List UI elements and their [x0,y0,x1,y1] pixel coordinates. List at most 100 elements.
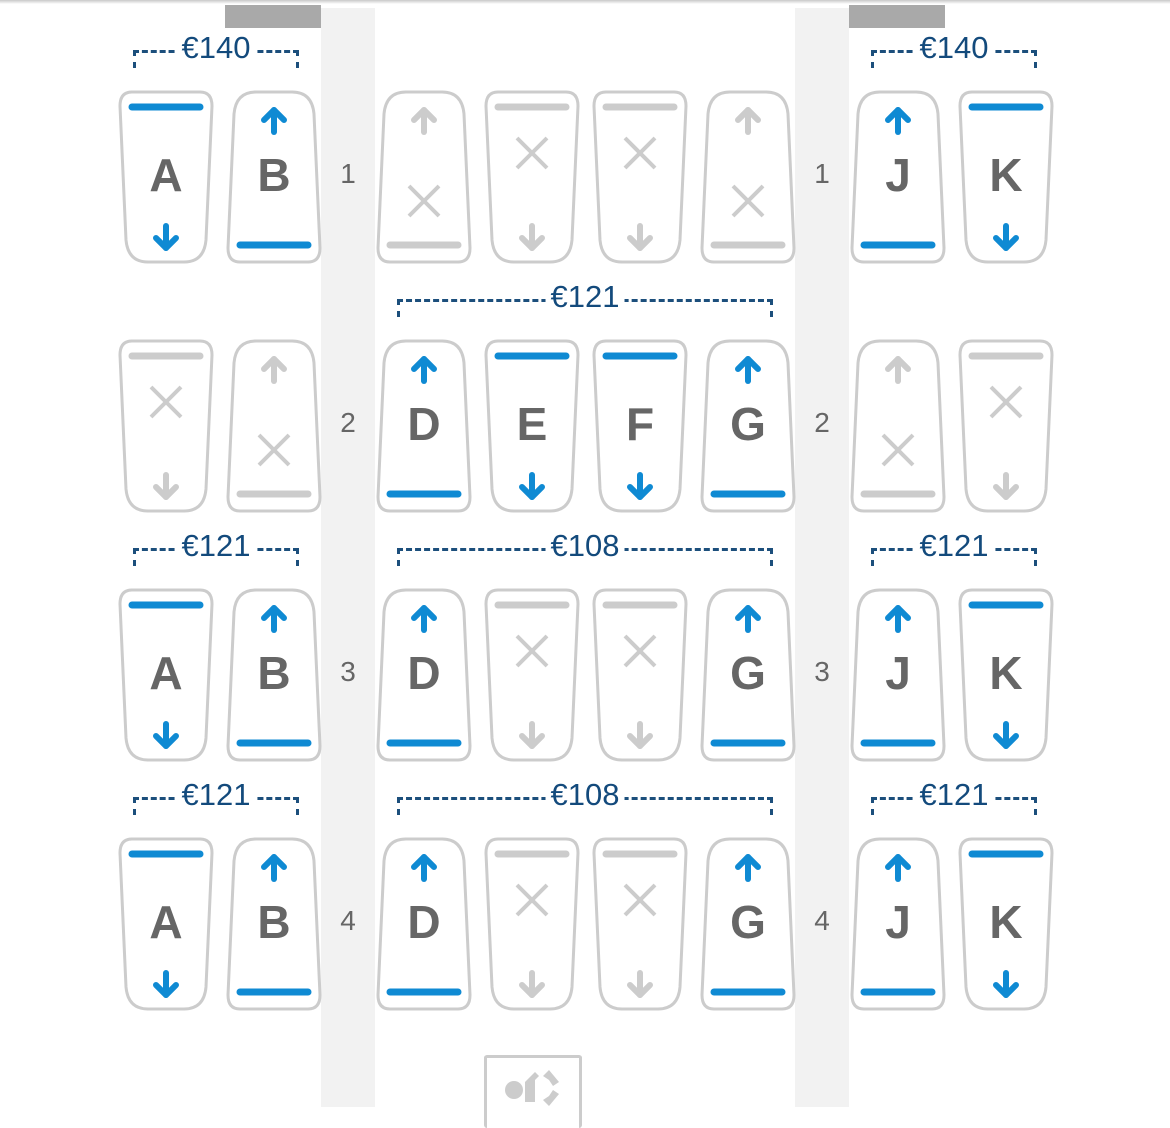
seat-letter: K [989,149,1023,201]
seat-letter: J [885,896,911,948]
arrow-down-icon [519,223,545,251]
unavailable-x-icon [731,184,765,218]
unavailable-x-icon [623,883,657,917]
arrow-up-icon [411,107,437,135]
row-number: 3 [814,656,830,687]
seat-1F [592,90,688,264]
seat-4K[interactable]: K [958,837,1054,1011]
seat-letter: B [257,647,291,699]
price-label: €140 [176,30,256,66]
arrow-up-icon [885,605,911,633]
unavailable-x-icon [515,136,549,170]
seat-3A[interactable]: A [118,588,214,762]
arrow-down-icon [519,721,545,749]
unavailable-x-icon [515,634,549,668]
arrow-up-icon [885,356,911,384]
arrow-up-icon [261,605,287,633]
price-label: €108 [545,528,625,564]
arrow-down-icon [519,472,545,500]
arrow-up-icon [735,356,761,384]
seat-4G[interactable]: G [700,837,796,1011]
unavailable-x-icon [407,184,441,218]
arrow-up-icon [735,107,761,135]
seat-4B[interactable]: B [226,837,322,1011]
unavailable-x-icon [623,136,657,170]
arrow-down-icon [153,472,179,500]
header-shadow [0,0,1170,4]
exit-marker-left [225,5,321,28]
arrow-up-icon [261,107,287,135]
seat-1G [700,90,796,264]
seat-2D[interactable]: D [376,339,472,513]
seat-letter: B [257,896,291,948]
row-number: 2 [340,407,356,438]
price-label: €121 [914,777,994,813]
seat-1B[interactable]: B [226,90,322,264]
unavailable-x-icon [989,385,1023,419]
price-group-middle: €108 [397,528,773,566]
arrow-up-icon [885,854,911,882]
seat-letter: D [407,647,441,699]
seat-4D[interactable]: D [376,837,472,1011]
arrow-down-icon [153,223,179,251]
seat-letter: K [989,896,1023,948]
arrow-up-icon [411,854,437,882]
baby-changing-icon [505,1070,559,1106]
seat-4A[interactable]: A [118,837,214,1011]
arrow-down-icon [627,721,653,749]
unavailable-x-icon [515,883,549,917]
seat-letter: A [149,647,183,699]
seat-3B[interactable]: B [226,588,322,762]
arrow-up-icon [735,854,761,882]
price-group-left: €140 [133,30,299,68]
seat-letter: J [885,149,911,201]
row-number: 1 [814,158,830,189]
seat-3G[interactable]: G [700,588,796,762]
arrow-up-icon [411,605,437,633]
row-number: 4 [340,905,356,936]
seat-1K[interactable]: K [958,90,1054,264]
seat-3D[interactable]: D [376,588,472,762]
arrow-up-icon [885,107,911,135]
seat-3F [592,588,688,762]
seat-letter: G [730,896,766,948]
seat-3E [484,588,580,762]
seat-letter: G [730,398,766,450]
row-number: 3 [340,656,356,687]
seat-letter: E [516,398,548,450]
seat-letter: B [257,149,291,201]
seat-letter: K [989,647,1023,699]
seat-letter: D [407,398,441,450]
arrow-down-icon [627,472,653,500]
row-number: 2 [814,407,830,438]
row-number: 1 [340,158,356,189]
price-label: €121 [176,777,256,813]
seat-2E[interactable]: E [484,339,580,513]
seat-3J[interactable]: J [850,588,946,762]
seat-1J[interactable]: J [850,90,946,264]
price-group-middle: €121 [397,279,773,317]
arrow-down-icon [627,970,653,998]
exit-marker-right [849,5,945,28]
seat-4J[interactable]: J [850,837,946,1011]
seat-2B [226,339,322,513]
unavailable-x-icon [149,385,183,419]
seat-2J [850,339,946,513]
arrow-up-icon [735,605,761,633]
seat-1E [484,90,580,264]
unavailable-x-icon [881,433,915,467]
seat-3K[interactable]: K [958,588,1054,762]
arrow-down-icon [993,970,1019,998]
seat-2G[interactable]: G [700,339,796,513]
seat-2A [118,339,214,513]
price-label: €140 [914,30,994,66]
arrow-down-icon [993,223,1019,251]
price-label: €121 [545,279,625,315]
price-group-left: €121 [133,777,299,815]
seat-letter: F [625,398,655,450]
left-aisle [321,8,375,1107]
arrow-down-icon [153,721,179,749]
seat-1A[interactable]: A [118,90,214,264]
right-aisle [795,8,849,1107]
seat-2F[interactable]: F [592,339,688,513]
